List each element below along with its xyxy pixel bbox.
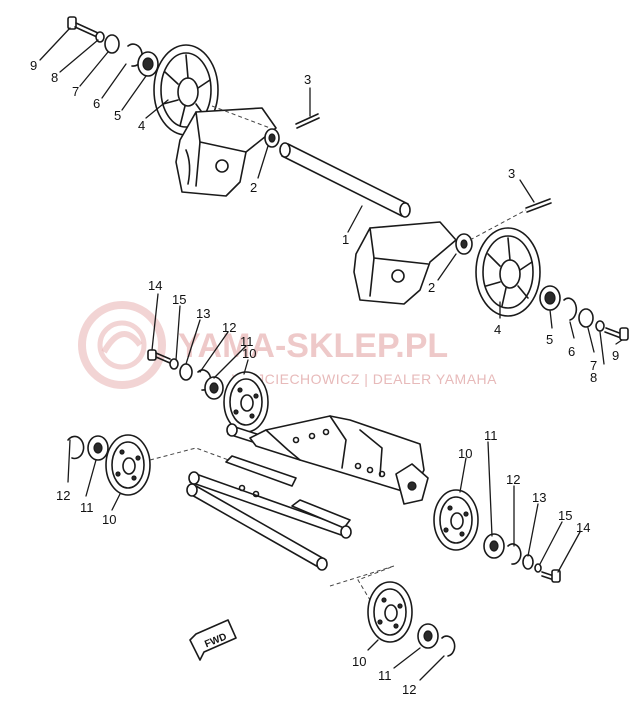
callout-10: 10 xyxy=(352,654,366,669)
callout-10: 10 xyxy=(102,512,116,527)
callout-12: 12 xyxy=(56,488,70,503)
callout-12: 12 xyxy=(402,682,416,697)
washer-part xyxy=(179,363,193,381)
watermark-tagline: WOJCIECHOWICZ | DEALER YAMAHA xyxy=(232,371,497,387)
callout-14: 14 xyxy=(148,278,162,293)
drive-shaft xyxy=(279,142,411,218)
callout-7: 7 xyxy=(72,84,79,99)
callout-8: 8 xyxy=(51,70,58,85)
callout-3: 3 xyxy=(304,72,311,87)
idler-wheel xyxy=(105,434,151,496)
axle-bracket-left xyxy=(175,107,277,197)
circlip-part xyxy=(507,543,522,565)
left-idler-assembly xyxy=(67,434,235,496)
callout-8: 8 xyxy=(590,370,597,385)
callout-1: 1 xyxy=(342,232,349,247)
circlip-part xyxy=(563,297,578,321)
callout-5: 5 xyxy=(114,108,121,123)
bolt-part xyxy=(541,569,561,583)
idler-wheel xyxy=(433,489,479,551)
bolt-part xyxy=(604,327,629,341)
upper-right-sprocket-assembly xyxy=(353,198,629,341)
forward-direction-arrow: FWD xyxy=(189,619,237,661)
callout-11: 11 xyxy=(378,668,392,683)
circlip-part xyxy=(127,43,143,67)
callout-11: 11 xyxy=(484,428,498,443)
bolt-part xyxy=(67,16,99,38)
leader-lines xyxy=(39,27,623,681)
callout-4: 4 xyxy=(494,322,501,337)
callout-7: 7 xyxy=(590,358,597,373)
suspension-frame xyxy=(186,415,429,611)
callout-4: 4 xyxy=(138,118,145,133)
watermark: YAMA-SKLEP.PL WOJCIECHOWICZ | DEALER YAM… xyxy=(78,301,497,389)
callout-9: 9 xyxy=(30,58,37,73)
callout-13: 13 xyxy=(196,306,210,321)
pin-part xyxy=(525,198,552,213)
idler-wheel xyxy=(223,371,269,433)
washer-part xyxy=(522,554,534,570)
callout-5: 5 xyxy=(546,332,553,347)
callout-6: 6 xyxy=(93,96,100,111)
callout-11: 11 xyxy=(80,500,94,515)
callout-10: 10 xyxy=(242,346,256,361)
callout-15: 15 xyxy=(172,292,186,307)
washer-part xyxy=(595,320,605,332)
callout-15: 15 xyxy=(558,508,572,523)
axle-bracket-right xyxy=(353,221,457,305)
circlip-part xyxy=(441,635,456,657)
washer-part xyxy=(534,563,542,573)
callout-10: 10 xyxy=(458,446,472,461)
watermark-logo xyxy=(78,301,166,389)
callout-12: 12 xyxy=(506,472,520,487)
callout-14: 14 xyxy=(576,520,590,535)
watermark-brand: YAMA-SKLEP.PL xyxy=(178,327,448,365)
callout-9: 9 xyxy=(612,348,619,363)
idler-wheel xyxy=(367,581,413,643)
callout-2: 2 xyxy=(428,280,435,295)
callout-11: 11 xyxy=(240,334,254,349)
callout-13: 13 xyxy=(532,490,546,505)
callout-12: 12 xyxy=(222,320,236,335)
callout-6: 6 xyxy=(568,344,575,359)
callout-2: 2 xyxy=(250,180,257,195)
circlip-part xyxy=(67,435,85,460)
washer-part xyxy=(104,34,120,54)
upper-left-sprocket-assembly xyxy=(67,16,320,197)
callout-numbers: 9 8 7 6 5 4 2 3 1 3 2 4 5 6 7 8 9 14 15 … xyxy=(30,58,619,697)
callout-3: 3 xyxy=(508,166,515,181)
washer-part xyxy=(578,308,594,328)
sprocket-wheel xyxy=(475,227,541,317)
right-idler-assembly xyxy=(433,489,561,583)
pin-part xyxy=(295,113,320,129)
washer-part xyxy=(169,358,179,370)
bottom-idler-assembly xyxy=(367,581,456,657)
